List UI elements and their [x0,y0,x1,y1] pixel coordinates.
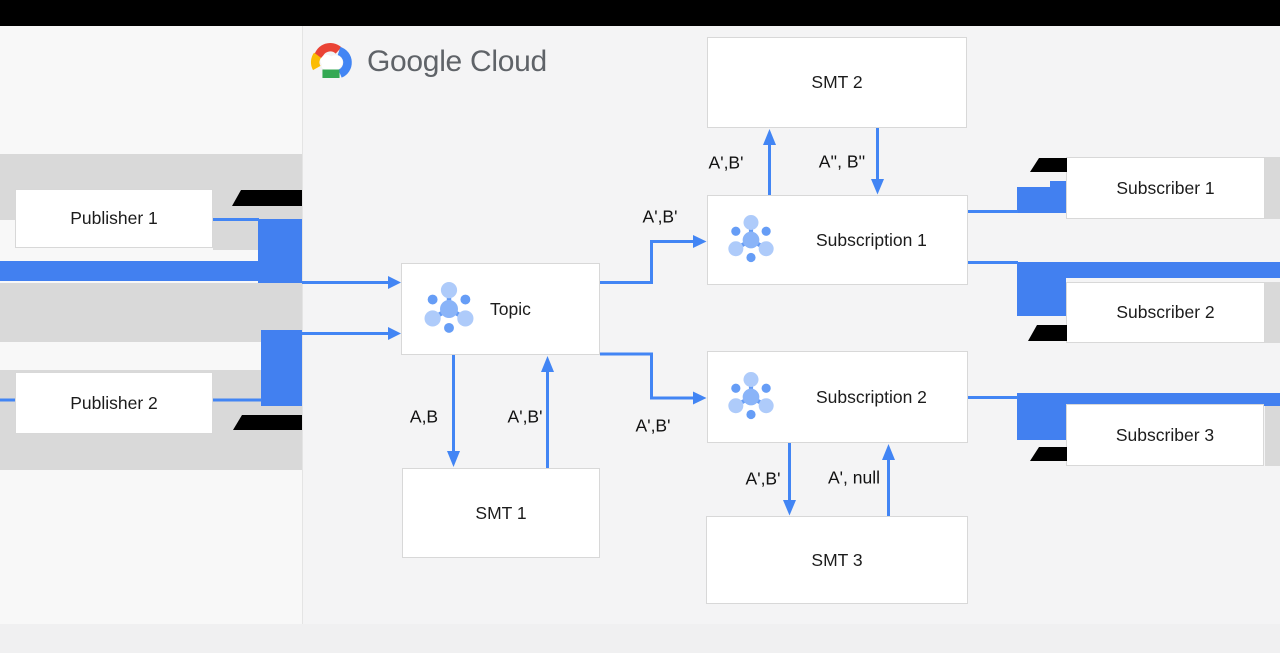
panel-divider [302,26,303,624]
blue-bar [0,261,259,281]
google-cloud-logo-text: Google Cloud [367,44,547,78]
blue-block [1050,181,1066,188]
node-publisher-2: Publisher 2 [15,372,213,434]
edge-label-topic-smt1: A,B [409,406,439,427]
edge-label-subscription1-smt2: A',B' [708,152,744,173]
gray-band [1265,157,1280,219]
node-subscription-1: Subscription 1 [707,195,968,285]
node-label: Subscription 2 [816,386,927,407]
pubsub-topic-icon [422,282,476,336]
node-label: Subscription 1 [816,229,927,250]
node-label: SMT 3 [811,549,863,570]
black-redaction-blob [233,415,302,430]
node-label: Subscriber 3 [1115,424,1215,445]
top-black-bar [0,0,1280,26]
node-label: Subscriber 1 [1116,177,1215,198]
node-smt-3: SMT 3 [706,516,968,604]
node-label: Publisher 1 [70,208,158,228]
node-label: Topic [490,298,531,319]
gray-band [1265,404,1280,466]
node-label: Subscriber 2 [1116,302,1215,322]
blue-bar [1017,262,1280,278]
node-subscriber-1: Subscriber 1 [1066,157,1265,219]
edge-label-topic-subscription1: A',B' [642,206,678,227]
edge-topic-to-subscription1 [600,235,707,284]
edge-topic-to-subscription2 [600,352,707,405]
node-smt-1: SMT 1 [402,468,600,558]
edge-smt2-to-subscription1 [871,128,884,195]
node-label: Publisher 2 [70,392,158,413]
google-cloud-logo-icon [308,40,354,83]
edge-smt3-to-subscription2 [882,444,895,516]
black-redaction-blob [1030,158,1067,172]
blue-block [261,330,302,406]
node-topic: Topic [401,263,600,355]
black-redaction-blob [1030,447,1067,461]
edge-label-subscription2-smt3: A',B' [745,468,781,489]
edge-label-smt3-subscription2: A', null [828,467,880,488]
edge-label-topic-subscription2: A',B' [635,415,671,436]
node-subscriber-3: Subscriber 3 [1066,404,1264,466]
gray-band [0,283,302,342]
node-smt-2: SMT 2 [707,37,967,128]
bottom-strip [0,624,1280,653]
node-subscriber-2: Subscriber 2 [1066,282,1265,343]
gray-band [1265,282,1280,343]
node-label: SMT 2 [811,72,863,92]
black-redaction-blob [1028,325,1067,341]
black-redaction-blob [232,190,302,206]
edge-subscription2-to-smt3 [783,443,796,516]
blue-block [258,219,302,283]
blue-block [1017,262,1066,316]
edge-subscription1-to-smt2 [763,129,776,195]
pubsub-subscription-icon [726,215,776,265]
node-label: SMT 1 [475,502,527,523]
node-publisher-1: Publisher 1 [15,189,213,248]
edge-smt1-to-topic [541,356,554,468]
google-cloud-logo: Google Cloud [308,40,547,83]
edge-label-smt1-topic: A',B' [507,406,543,427]
blue-block [1017,396,1066,440]
node-subscription-2: Subscription 2 [707,351,968,443]
edge-label-smt2-subscription1: A'', B'' [818,151,866,172]
pubsub-subscription-icon [726,372,776,422]
edge-topic-to-smt1 [447,355,460,467]
blue-block [1017,187,1066,213]
blue-bar [1017,393,1280,406]
